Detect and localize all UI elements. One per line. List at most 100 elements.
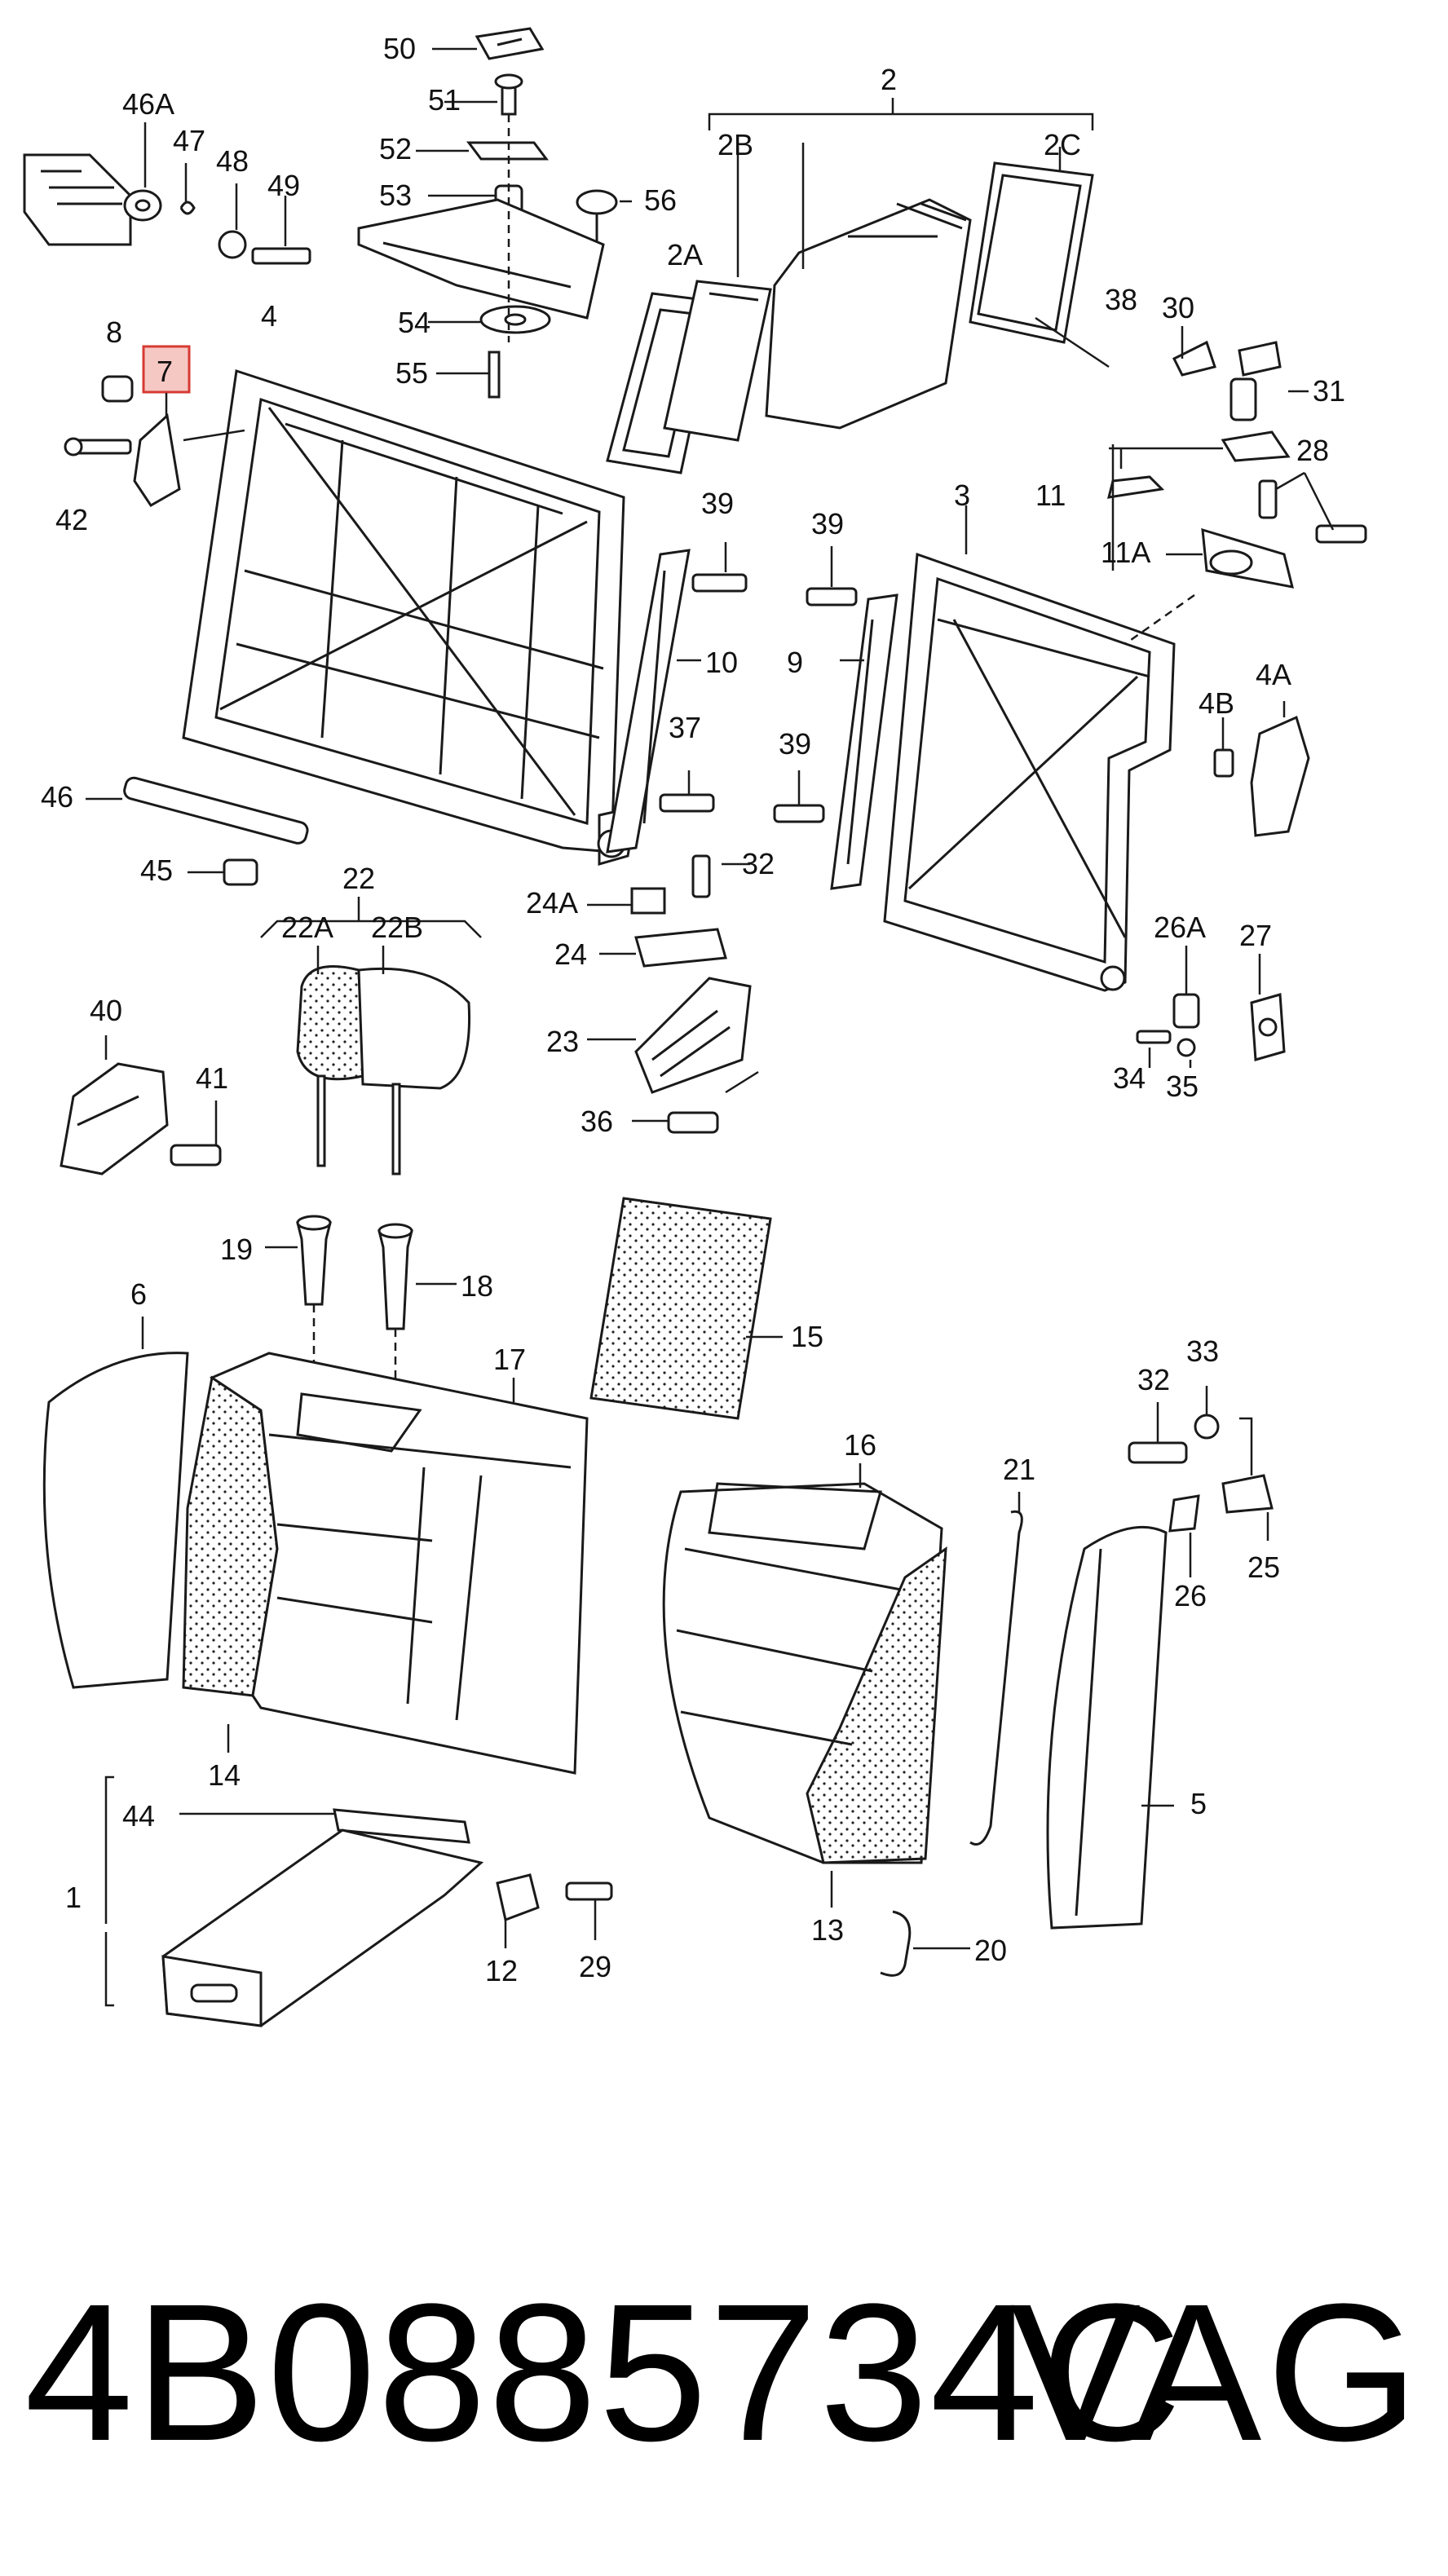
hinge-bolt-group xyxy=(1136,946,1286,1068)
label-7: 7 xyxy=(157,355,173,388)
screw-29 xyxy=(565,1881,613,1901)
cap-56 xyxy=(576,189,618,215)
tube-2 xyxy=(765,198,972,430)
label-46: 46 xyxy=(41,780,73,814)
label-22B: 22B xyxy=(371,911,423,944)
screw-30 xyxy=(1172,340,1216,377)
clip-47 xyxy=(179,201,196,215)
clip-24A xyxy=(630,887,666,915)
label-49: 49 xyxy=(267,169,300,202)
label-50: 50 xyxy=(383,32,416,65)
side-panel-6 xyxy=(42,1352,189,1689)
bracket-23-24-group xyxy=(587,854,759,1134)
label-17: 17 xyxy=(493,1343,526,1376)
grommet-46A xyxy=(123,189,162,222)
rail-9-group xyxy=(773,505,968,890)
label-26: 26 xyxy=(1174,1579,1207,1612)
label-13: 13 xyxy=(811,1913,844,1947)
armrest-pass-through-group xyxy=(606,98,1110,474)
lock-11 xyxy=(1221,430,1291,462)
bolt-41 xyxy=(170,1144,222,1167)
label-3: 3 xyxy=(954,479,970,512)
label-34: 34 xyxy=(1113,1061,1146,1095)
label-33: 33 xyxy=(1186,1334,1219,1368)
label-23: 23 xyxy=(546,1025,579,1058)
label-26A: 26A xyxy=(1154,911,1206,944)
label-2: 2 xyxy=(881,63,897,96)
label-30: 30 xyxy=(1162,291,1194,324)
label-54: 54 xyxy=(398,306,430,339)
rail-9 xyxy=(830,593,898,890)
label-39b: 39 xyxy=(811,507,844,540)
screw-32a xyxy=(691,854,711,898)
label-22A: 22A xyxy=(281,911,333,944)
rod-21-20-group xyxy=(880,1492,1023,1977)
label-25: 25 xyxy=(1247,1550,1280,1584)
lid-2B xyxy=(663,280,772,442)
headrest-post-right xyxy=(391,1083,401,1176)
label-39a: 39 xyxy=(701,487,734,520)
label-56: 56 xyxy=(644,183,677,217)
label-4A: 4A xyxy=(1256,658,1291,691)
bolt-49 xyxy=(251,247,311,265)
rail-10-group xyxy=(606,542,748,854)
label-38: 38 xyxy=(1105,283,1137,316)
label-46A: 46A xyxy=(122,87,174,121)
trim-4A xyxy=(1250,715,1310,837)
label-39c: 39 xyxy=(779,727,811,761)
part-number-footer: 4B0885734C VAG xyxy=(0,2250,1448,2494)
screw-28a xyxy=(1258,479,1278,519)
seat-frame-small-3 xyxy=(883,552,1195,992)
label-4: 4 xyxy=(261,299,277,333)
headrest-foam-22A xyxy=(296,965,364,1081)
label-6: 6 xyxy=(130,1277,147,1311)
screw-37 xyxy=(659,793,715,813)
label-18: 18 xyxy=(461,1269,493,1303)
cap-8 xyxy=(101,375,134,403)
lock-mechanism-group xyxy=(1106,326,1367,589)
armrest-1-group xyxy=(104,1775,613,2027)
clip-52 xyxy=(466,141,549,161)
label-5: 5 xyxy=(1190,1787,1207,1820)
side-trim-5-group xyxy=(1046,1386,1274,1930)
pin-55 xyxy=(488,351,501,399)
bolt-34 xyxy=(1136,1030,1172,1044)
label-47: 47 xyxy=(173,124,205,157)
cover-44 xyxy=(333,1808,470,1844)
label-2B: 2B xyxy=(717,128,753,161)
label-2C: 2C xyxy=(1044,128,1081,161)
cap-26 xyxy=(1168,1494,1200,1533)
label-40: 40 xyxy=(90,994,122,1027)
key-31 xyxy=(1238,341,1282,377)
crossbar-46 xyxy=(123,776,309,845)
right-backrest-group xyxy=(662,1463,947,1908)
screw-39a xyxy=(691,573,748,593)
left-backrest-group xyxy=(42,1317,589,1775)
label-27: 27 xyxy=(1239,919,1272,952)
label-16: 16 xyxy=(844,1428,876,1462)
label-20: 20 xyxy=(974,1934,1007,1967)
cover-40 xyxy=(60,1062,169,1176)
label-10: 10 xyxy=(705,646,738,679)
clip-4B xyxy=(1213,748,1234,778)
label-42: 42 xyxy=(55,503,88,536)
highlight-box-7 xyxy=(142,345,191,394)
side-trim-5 xyxy=(1046,1525,1168,1930)
callout-labels: 1 2 2A 2B 2C 3 4 4A 4B 5 6 7 8 9 10 11 1… xyxy=(41,32,1345,1987)
hinge-7 xyxy=(133,413,181,507)
headrest-group xyxy=(260,897,482,1176)
upper-fastener-stack xyxy=(357,27,632,399)
bolt-26A xyxy=(1172,993,1200,1029)
screw-39b xyxy=(806,587,858,607)
bracket-12 xyxy=(496,1873,540,1922)
label-12: 12 xyxy=(485,1954,518,1987)
rail-10 xyxy=(606,549,691,854)
washer-35 xyxy=(1176,1038,1196,1057)
foam-pad-15 xyxy=(589,1197,772,1420)
screw-32b xyxy=(1128,1441,1188,1464)
label-37: 37 xyxy=(669,711,701,744)
guide-18 xyxy=(377,1229,413,1330)
label-9: 9 xyxy=(787,646,803,679)
label-1: 1 xyxy=(65,1881,82,1914)
